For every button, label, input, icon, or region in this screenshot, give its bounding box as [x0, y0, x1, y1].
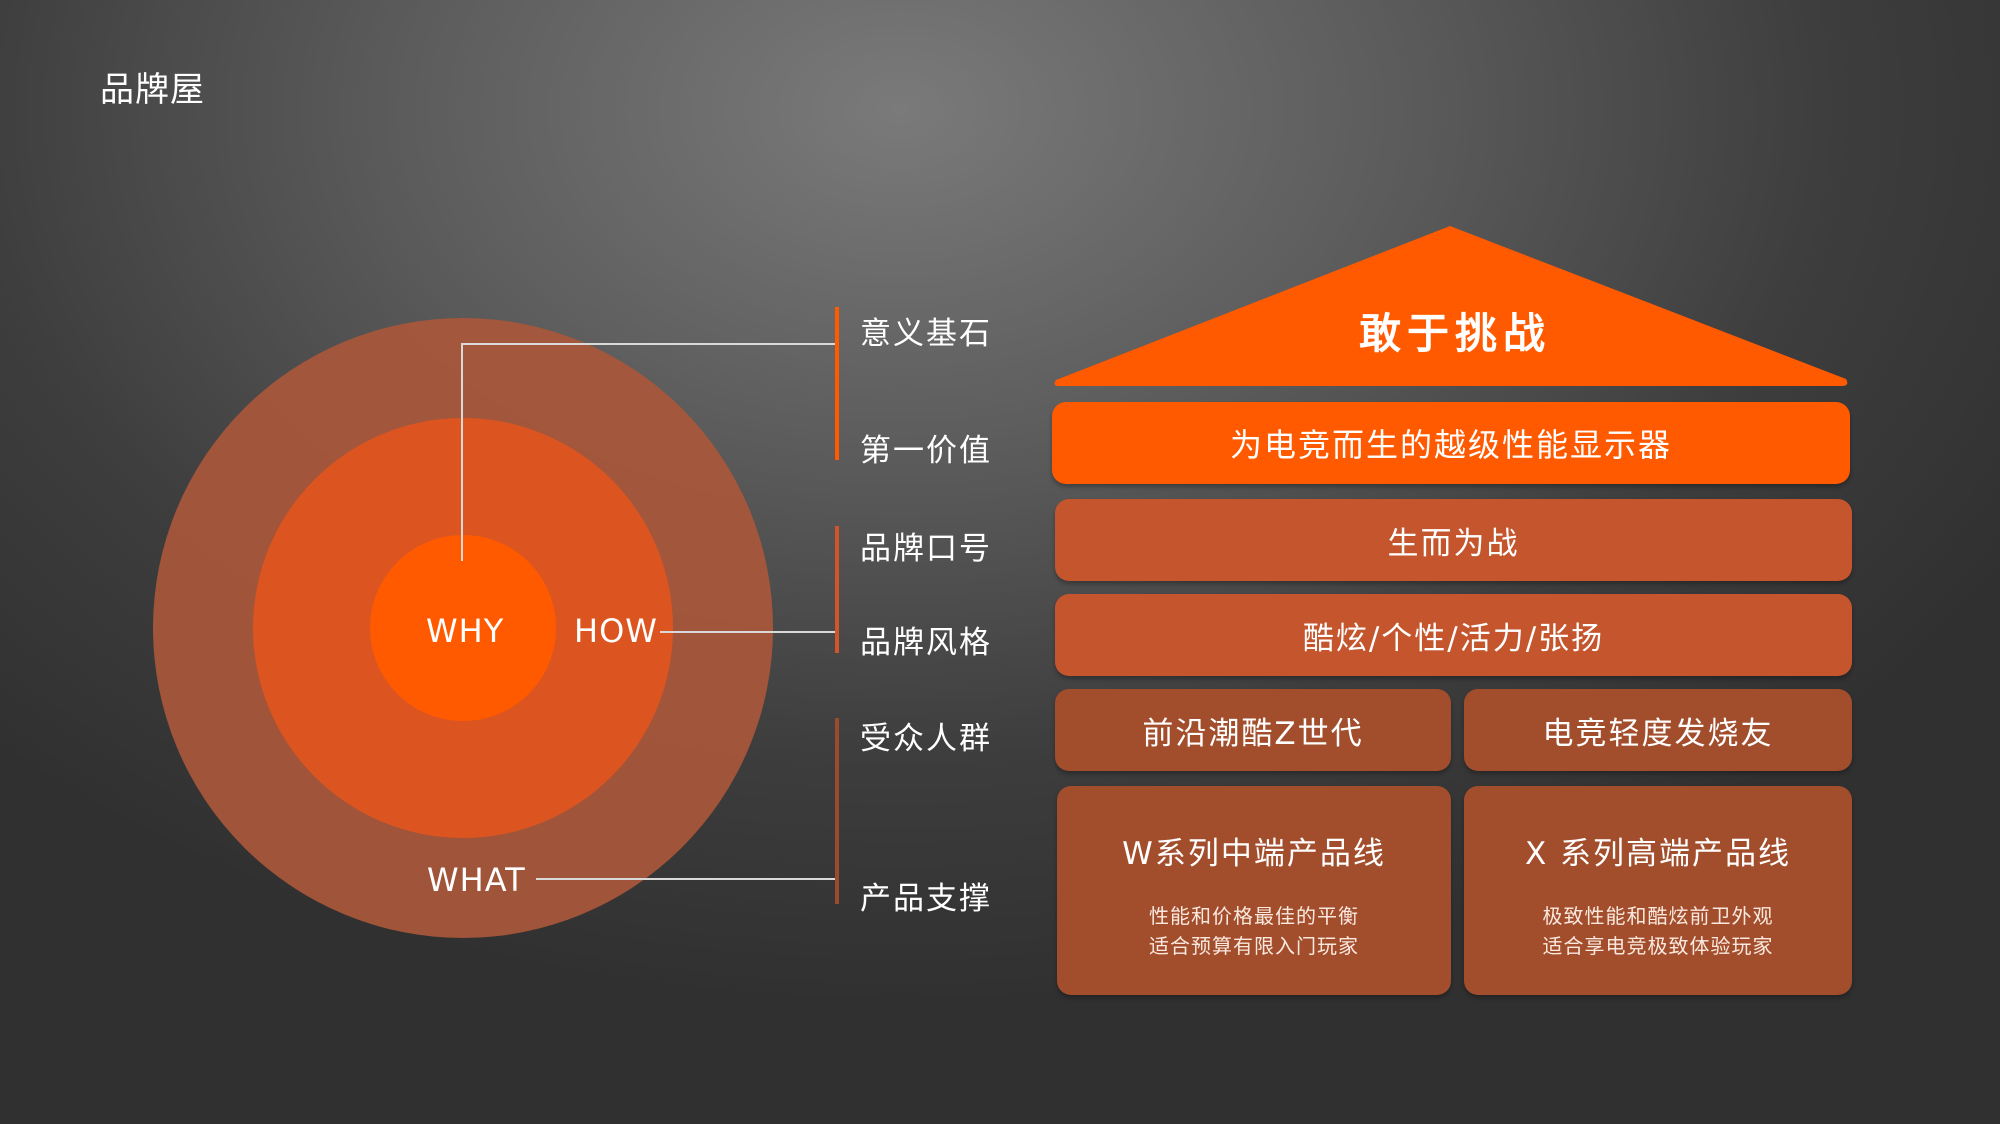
- why-circle: [370, 535, 556, 721]
- product-box-w-series: W系列中端产品线 性能和价格最佳的平衡 适合预算有限入门玩家: [1057, 786, 1451, 995]
- product-w-desc-line2: 适合预算有限入门玩家: [1149, 934, 1359, 958]
- product-x-description: 极致性能和酷炫前卫外观 适合享电竞极致体验玩家: [1543, 901, 1774, 961]
- product-w-description: 性能和价格最佳的平衡 适合预算有限入门玩家: [1149, 901, 1359, 961]
- label-audience: 受众人群: [860, 721, 992, 757]
- roof-title: 敢于挑战: [1358, 309, 1551, 358]
- product-x-desc-line2: 适合享电竞极致体验玩家: [1542, 934, 1774, 958]
- how-label: HOW: [574, 612, 658, 650]
- style-box: 酷炫/个性/活力/张扬: [1055, 594, 1852, 676]
- audience-box-genz: 前沿潮酷Z世代: [1055, 689, 1451, 771]
- label-slogan: 品牌口号: [860, 531, 992, 567]
- product-x-title: X 系列高端产品线: [1524, 836, 1792, 872]
- why-label: WHY: [426, 612, 505, 650]
- product-box-x-series: X 系列高端产品线 极致性能和酷炫前卫外观 适合享电竞极致体验玩家: [1464, 786, 1852, 995]
- audience-box-esports: 电竞轻度发烧友: [1464, 689, 1852, 771]
- why-connector-vertical: [461, 343, 463, 561]
- product-x-desc-line1: 极致性能和酷炫前卫外观: [1542, 904, 1774, 928]
- how-connector: [660, 631, 836, 633]
- product-w-desc-line1: 性能和价格最佳的平衡: [1149, 904, 1359, 928]
- label-style: 品牌风格: [860, 625, 992, 661]
- roof-triangle: [1054, 226, 1848, 386]
- how-bracket: [835, 526, 839, 653]
- what-connector: [536, 878, 836, 880]
- page-title: 品牌屋: [100, 70, 205, 110]
- what-bracket: [835, 718, 839, 904]
- slogan-box: 生而为战: [1055, 499, 1852, 581]
- why-bracket: [835, 307, 839, 460]
- why-connector-horizontal: [461, 343, 836, 345]
- label-product: 产品支撑: [860, 881, 992, 917]
- label-first-value: 第一价值: [860, 433, 992, 469]
- product-w-title: W系列中端产品线: [1122, 836, 1386, 872]
- label-meaning: 意义基石: [860, 316, 992, 352]
- what-label: WHAT: [427, 861, 526, 899]
- first-value-box: 为电竞而生的越级性能显示器: [1052, 402, 1850, 484]
